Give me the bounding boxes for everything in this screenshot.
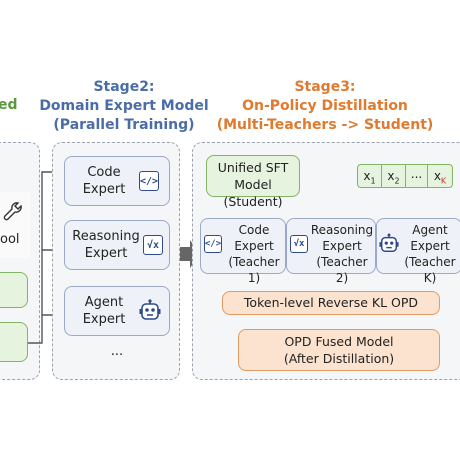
stage2-title-line2: Domain Expert Model bbox=[39, 98, 209, 114]
teacher-code-card: </> Code Expert (Teacher 1) bbox=[200, 218, 286, 285]
token-x1-sub: 1 bbox=[370, 176, 376, 186]
sqrt-icon: √x bbox=[143, 235, 163, 255]
code-expert-label: Code Expert bbox=[82, 165, 126, 197]
teacher-agent-card: Agent Expert (Teacher K) bbox=[376, 218, 460, 285]
token-x2-base: x bbox=[387, 169, 395, 183]
stage1-green-box-2 bbox=[0, 322, 28, 362]
token-ellipsis: ... bbox=[406, 165, 428, 187]
code-icon: </> bbox=[204, 235, 222, 253]
stage3-title: Stage3: On-Policy Distillation (Multi-Te… bbox=[190, 78, 460, 135]
wrench-icon bbox=[2, 200, 24, 222]
robot-icon bbox=[139, 299, 161, 323]
code-expert-card: Code Expert </> bbox=[64, 156, 170, 206]
stage3-title-line3: (Multi-Teachers -> Student) bbox=[216, 117, 434, 133]
stage1-tool-label-fragment: ool bbox=[0, 232, 20, 247]
agent-expert-label: Agent Expert bbox=[82, 295, 126, 327]
stage2-title: Stage2: Domain Expert Model (Parallel Tr… bbox=[34, 78, 214, 135]
reasoning-expert-label: Reasoning Expert bbox=[72, 229, 140, 261]
stage3-title-line2: On-Policy Distillation bbox=[242, 98, 408, 114]
stage3-title-line1: Stage3: bbox=[294, 79, 356, 95]
stage1-title-fragment: ed bbox=[0, 97, 18, 113]
reasoning-expert-card: Reasoning Expert √x bbox=[64, 220, 170, 270]
teacher-reasoning-label: Reasoning Expert (Teacher 2) bbox=[310, 223, 374, 285]
agent-expert-card: Agent Expert bbox=[64, 286, 170, 336]
fused-model-box: OPD Fused Model (After Distillation) bbox=[238, 329, 440, 371]
robot-icon bbox=[379, 233, 399, 255]
token-xk: xK bbox=[428, 165, 452, 187]
stage2-title-line3: (Parallel Training) bbox=[53, 117, 195, 133]
token-ellipsis-text: ... bbox=[410, 167, 423, 181]
stage1-green-box-1 bbox=[0, 272, 28, 308]
teacher-code-label: Code Expert (Teacher 1) bbox=[228, 223, 280, 285]
token-sequence: x1 x2 ... xK bbox=[357, 164, 453, 188]
student-model-label: Unified SFT Model bbox=[217, 160, 289, 192]
code-icon: </> bbox=[139, 171, 159, 191]
token-x1-base: x bbox=[363, 169, 371, 183]
token-x2: x2 bbox=[382, 165, 406, 187]
token-xk-base: x bbox=[433, 169, 441, 183]
teacher-agent-label: Agent Expert (Teacher K) bbox=[404, 223, 456, 285]
more-experts-ellipsis: ... bbox=[110, 344, 124, 359]
stage2-title-line1: Stage2: bbox=[93, 79, 155, 95]
fused-model-sublabel: (After Distillation) bbox=[283, 351, 395, 366]
student-model-box: Unified SFT Model (Student) bbox=[206, 155, 300, 209]
teacher-reasoning-card: √x Reasoning Expert (Teacher 2) bbox=[286, 218, 376, 285]
fused-model-label: OPD Fused Model bbox=[284, 334, 394, 349]
student-model-sublabel: (Student) bbox=[223, 194, 283, 209]
token-x2-sub: 2 bbox=[394, 176, 400, 186]
opd-loss-box: Token-level Reverse KL OPD bbox=[222, 291, 440, 315]
token-x1: x1 bbox=[358, 165, 382, 187]
sqrt-icon: √x bbox=[290, 235, 308, 253]
token-xk-sub: K bbox=[440, 176, 447, 186]
